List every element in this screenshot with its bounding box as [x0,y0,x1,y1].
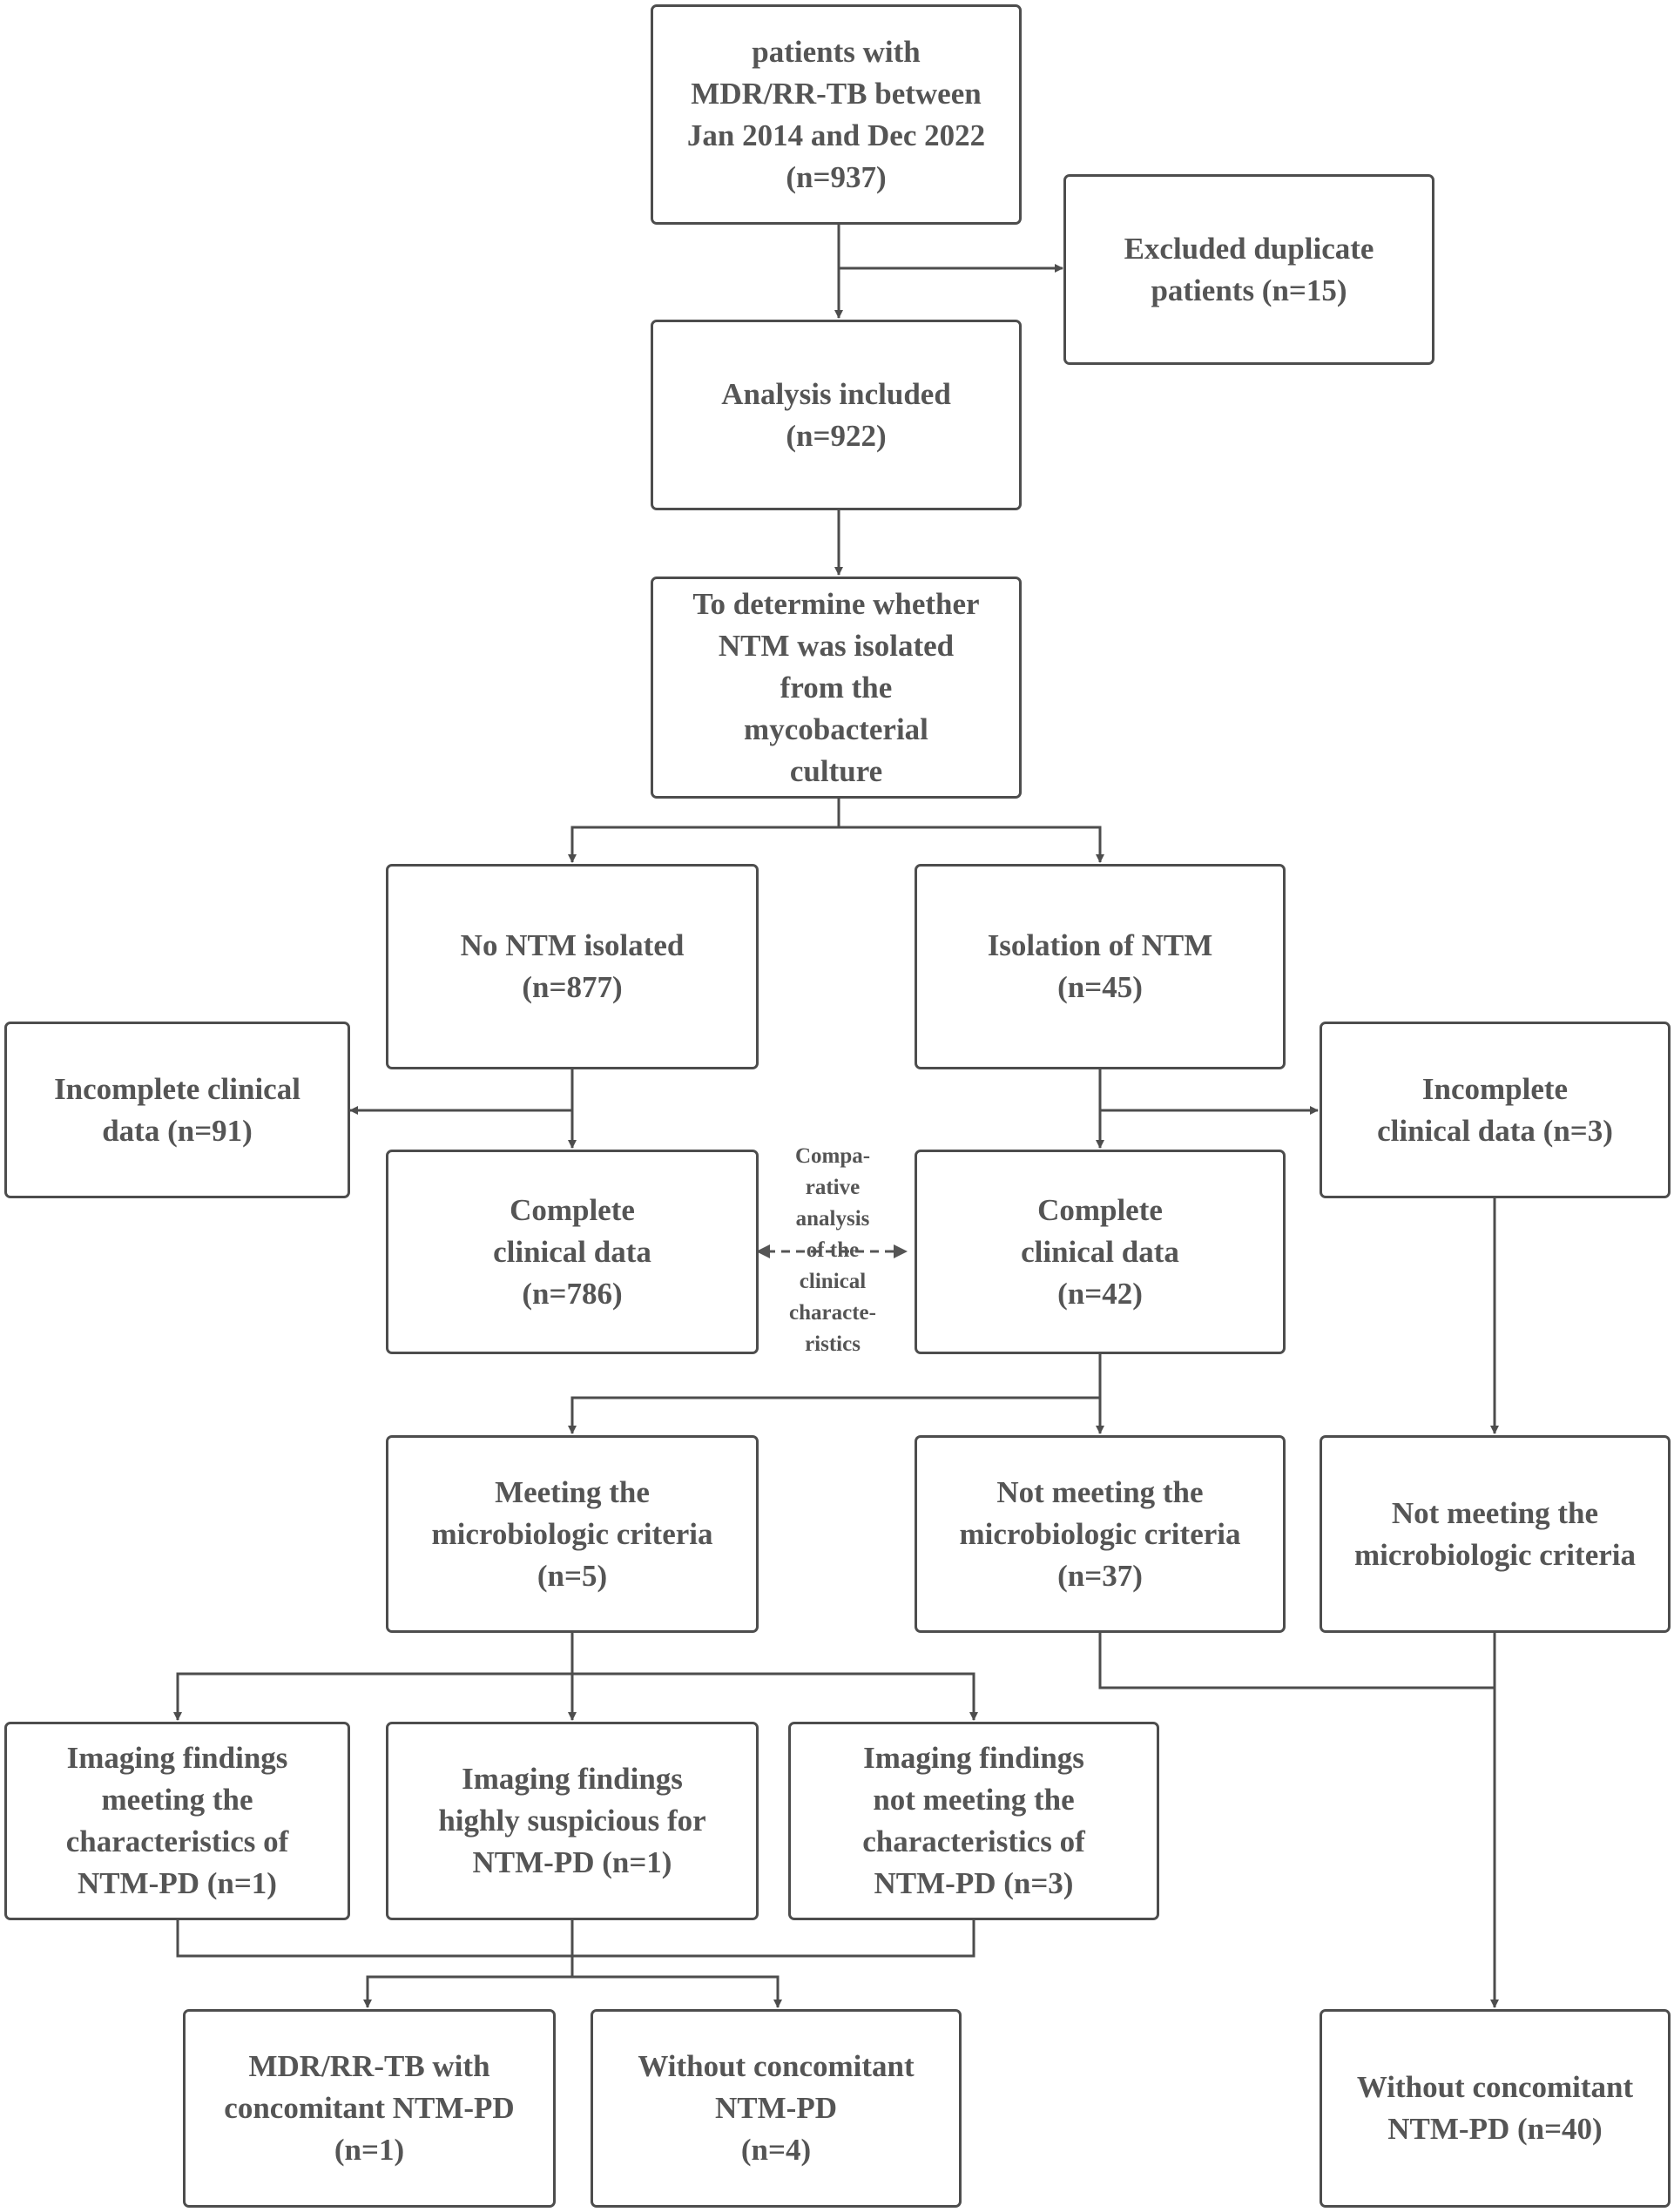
edge-to-concomitant [363,1975,572,2008]
node-complete-clinical-right: Complete clinical data (n=42) [915,1150,1286,1354]
edge-not-meeting-37-merge [1098,1633,1495,1689]
node-patients-mdr-rr-tb: patients with MDR/RR-TB between Jan 2014… [651,4,1022,225]
node-meeting-microbiologic: Meeting the microbiologic criteria (n=5) [386,1435,759,1633]
edge-to-img-meeting [173,1672,572,1721]
node-isolation-of-ntm: Isolation of NTM (n=45) [915,864,1286,1069]
edge-to-isolation [839,826,1104,863]
node-without-concomitant-4: Without concomitant NTM-PD (n=4) [591,2009,962,2208]
node-incomplete-clinical-left: Incomplete clinical data (n=91) [4,1022,350,1198]
node-excluded-duplicate: Excluded duplicate patients (n=15) [1063,174,1434,365]
edge-to-no-ntm [568,826,839,863]
node-not-meeting-microbiologic-right: Not meeting the microbiologic criteria [1320,1435,1671,1633]
edge-img-meeting-merge [176,1920,975,1958]
edge-to-img-not-meeting [572,1672,978,1721]
node-imaging-not-meeting: Imaging findings not meeting the charact… [788,1722,1159,1920]
node-without-concomitant-40: Without concomitant NTM-PD (n=40) [1320,2009,1671,2208]
node-imaging-suspicious: Imaging findings highly suspicious for N… [386,1722,759,1920]
edge-to-meeting [568,1396,1100,1434]
node-complete-clinical-left: Complete clinical data (n=786) [386,1150,759,1354]
node-determine-ntm: To determine whether NTM was isolated fr… [651,577,1022,799]
comparative-analysis-label: Compa- rative analysis of the clinical c… [789,1144,876,1356]
node-analysis-included: Analysis included (n=922) [651,320,1022,510]
node-incomplete-clinical-right: Incomplete clinical data (n=3) [1320,1022,1671,1198]
node-concomitant-ntm-pd: MDR/RR-TB with concomitant NTM-PD (n=1) [183,2009,556,2208]
node-not-meeting-microbiologic-37: Not meeting the microbiologic criteria (… [915,1435,1286,1633]
edge-to-without-4 [572,1975,782,2008]
node-imaging-meeting: Imaging findings meeting the characteris… [4,1722,350,1920]
comparative-double-arrow [756,1244,908,1258]
node-no-ntm-isolated: No NTM isolated (n=877) [386,864,759,1069]
